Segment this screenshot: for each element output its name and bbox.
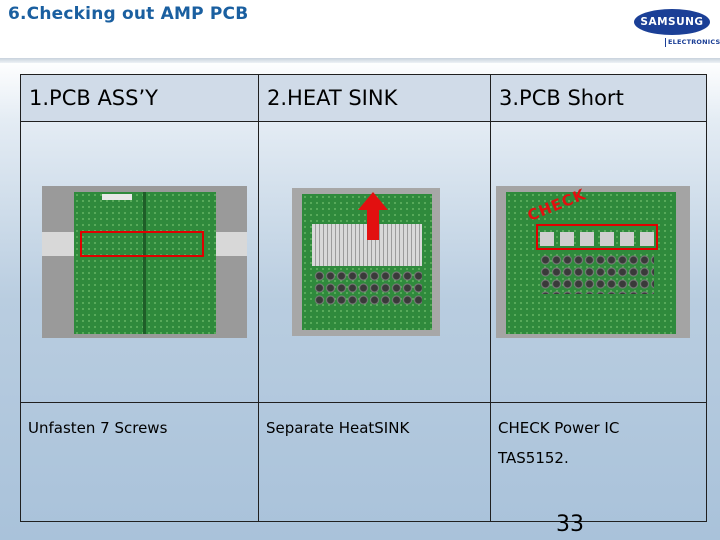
heading-cell-1: 1.PCB ASS’Y [20,74,259,122]
steps-table: 1.PCB ASS’Y 2.HEAT SINK 3.PCB Short [20,74,707,522]
page-title: 6.Checking out AMP PCB [8,4,249,24]
photo-cell-2 [258,121,491,403]
caption-row: Unfasten 7 Screws Separate HeatSINK CHEC… [20,402,707,522]
caption-cell-2: Separate HeatSINK [258,402,491,522]
up-arrow-icon [358,192,388,240]
caption-line: Separate HeatSINK [266,419,410,437]
header-rule [0,58,720,63]
heat-sink-photo [292,188,440,336]
logo-wordmark: SAMSUNG [634,9,710,35]
photo-cell-3: CHECK [490,121,707,403]
logo-subtitle: ELECTRONICS [668,38,720,46]
heading-cell-3: 3.PCB Short [490,74,707,122]
logo-divider [665,38,666,47]
caption-line: Unfasten 7 Screws [28,419,168,437]
heading-row: 1.PCB ASS’Y 2.HEAT SINK 3.PCB Short [20,74,707,122]
highlight-box [536,224,658,250]
caption-line: CHECK Power IC [498,419,620,437]
heading-cell-2: 2.HEAT SINK [258,74,491,122]
caption-line: TAS5152. [498,449,569,467]
photo-row: CHECK [20,121,707,403]
page-number: 33 [556,512,584,537]
highlight-box [80,231,204,257]
photo-cell-1 [20,121,259,403]
samsung-logo: SAMSUNG ELECTRONICS [634,9,720,53]
pcb-assembly-photo [42,186,247,338]
power-ic-photo: CHECK [496,186,690,338]
caption-cell-3: CHECK Power IC TAS5152. [490,402,707,522]
caption-cell-1: Unfasten 7 Screws [20,402,259,522]
